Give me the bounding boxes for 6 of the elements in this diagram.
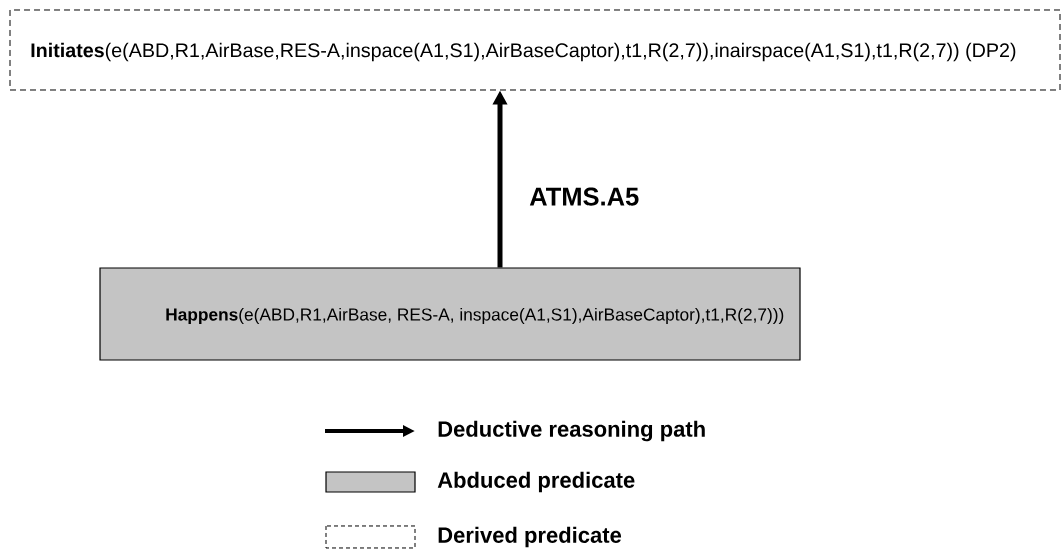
legend-item: Deductive reasoning path — [325, 420, 705, 442]
edge-label: ATMS.A5 — [528, 186, 641, 207]
derived-predicate-box: Initiates(e(ABD,R1,AirBase,RES-A,inspace(A1,S1),AirBaseCaptor),t1,R(2,7)),inairspace(A1,S1),t1,R(2,7)) (DP2) — [9, 9, 1061, 91]
legend-item: Abduced predicate — [325, 471, 635, 493]
abduced-predicate-box: Happens(e(ABD,R1,AirBase, RES-A, inspace(A1,S1),AirBaseCaptor),t1,R(2,7))) — [99, 267, 801, 361]
legend-item: Derived predicate — [325, 525, 622, 549]
